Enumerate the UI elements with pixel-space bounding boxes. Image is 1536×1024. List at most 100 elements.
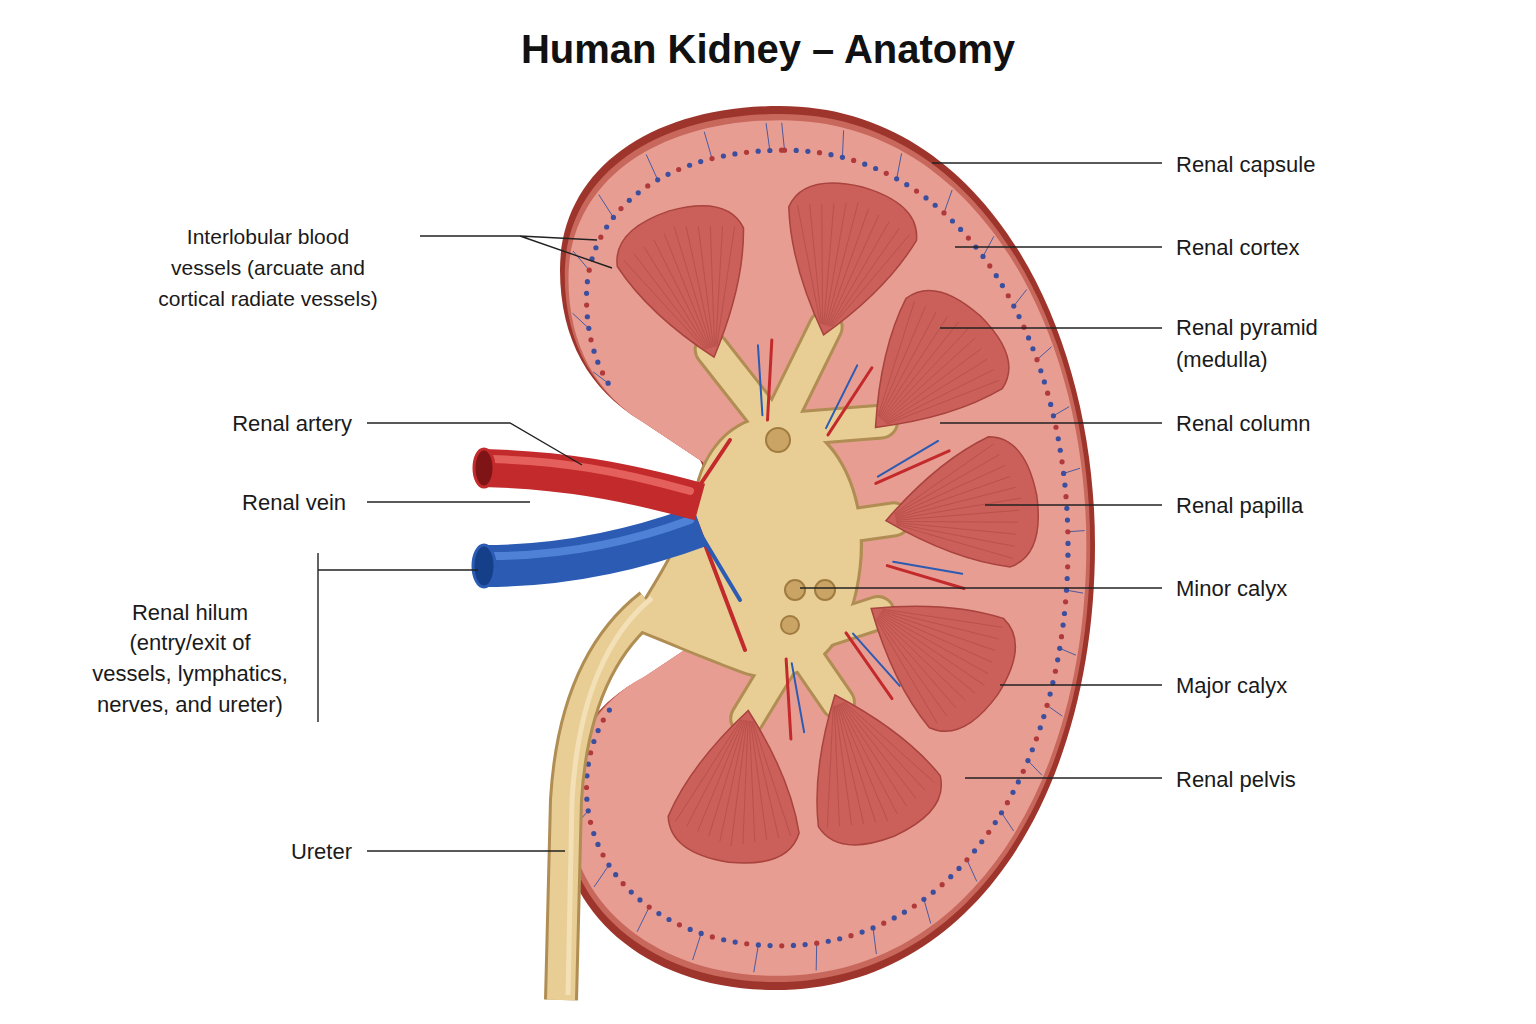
pyramid-striation: [634, 254, 707, 349]
arcuate-vessel-dot: [721, 153, 726, 158]
leader-line: [940, 327, 1162, 328]
arcuate-vessel-dot: [698, 159, 703, 164]
interlobar-vein: [893, 562, 962, 574]
arcuate-vessel-dot: [794, 148, 799, 153]
leader-line: [985, 504, 1162, 505]
part-label: Renal column: [1176, 408, 1311, 439]
cortical-radiate-vessel: [646, 154, 658, 179]
arcuate-vessel-dot: [585, 314, 590, 319]
pyramid-striation: [839, 704, 888, 821]
arcuate-vessel-dot: [964, 857, 969, 862]
arcuate-vessel-dot: [881, 921, 886, 926]
arcuate-vessel-dot: [588, 820, 593, 825]
part-label: Renal vein: [242, 487, 346, 518]
arcuate-vessel-dot: [656, 911, 661, 916]
pyramid-striation: [826, 202, 858, 325]
arcuate-vessel-dot: [584, 291, 589, 296]
arcuate-vessel-dot: [1063, 494, 1068, 499]
arcuate-vessel-dot: [637, 897, 642, 902]
pyramid-striation: [810, 205, 822, 324]
pyramid-striation: [841, 703, 906, 805]
arcuate-vessel-dot: [972, 848, 977, 853]
interlobar-vein: [878, 441, 938, 477]
arcuate-vessel-dot: [1048, 402, 1053, 407]
cortical-radiate-vessel: [873, 928, 876, 954]
pyramid-striation: [880, 613, 988, 674]
arcuate-vessel-dot: [756, 149, 761, 154]
interlobar-vein: [853, 634, 900, 686]
arcuate-vessel-dot: [892, 915, 897, 920]
arcuate-vessel-dot: [606, 381, 611, 386]
arcuate-vessel-dot: [914, 188, 919, 193]
arcuate-vessel-dot: [1060, 623, 1065, 628]
arcuate-vessel-dot: [688, 927, 693, 932]
arcuate-vessel-dot: [621, 881, 626, 886]
sinus-opening: [785, 580, 805, 600]
interlobar-vein: [826, 365, 857, 428]
pyramid-striation: [886, 370, 993, 424]
arcuate-vessel-dot: [588, 337, 593, 342]
arcuate-vessel-dot: [1053, 669, 1058, 674]
pyramid-striation: [877, 618, 947, 716]
pyramid-striation: [835, 706, 851, 825]
pyramid-striation: [895, 476, 1010, 516]
arcuate-vessel-dot: [1063, 599, 1068, 604]
arcuate-vessel-dot: [699, 931, 704, 936]
arcuate-vessel-dot: [921, 897, 926, 902]
arcuate-vessel-dot: [848, 933, 853, 938]
cortical-radiate-vessel: [967, 860, 977, 881]
cortical-radiate-vessel: [944, 190, 952, 213]
pyramid-striation: [830, 222, 890, 327]
cortical-radiate-vessel: [599, 195, 614, 218]
pyramid-striation: [827, 707, 833, 828]
pyramid-striation: [878, 301, 915, 416]
sinus-opening: [781, 616, 799, 634]
leader-line: [367, 423, 582, 465]
arcuate-vessel-dot: [994, 273, 999, 278]
arcuate-vessel-dot: [814, 941, 819, 946]
cortical-radiate-vessel: [1028, 761, 1042, 776]
arcuate-vessel-dot: [837, 936, 842, 941]
arcuate-vessel-dot: [1034, 736, 1039, 741]
arcuate-vessel-dot: [851, 158, 856, 163]
cortical-radiate-vessel: [704, 132, 712, 159]
arcuate-vessel-dot: [591, 831, 596, 836]
arcuate-vessel-dot: [600, 852, 605, 857]
arcuate-vessel-dot: [1051, 413, 1056, 418]
arcuate-vessel-dot: [611, 215, 616, 220]
cortical-radiate-vessel: [842, 130, 843, 157]
leader-line: [800, 587, 1162, 588]
arcuate-vessel-dot: [596, 728, 601, 733]
arcuate-vessel-dot: [1006, 293, 1011, 298]
arcuate-vessel-dot: [1065, 541, 1070, 546]
arcuate-vessel-dot: [721, 937, 726, 942]
arcuate-vessel-dot: [601, 718, 606, 723]
pyramid-striation: [676, 720, 741, 822]
arcuate-vessel-dot: [941, 210, 946, 215]
arcuate-vessel-dot: [779, 943, 784, 948]
arcuate-vessel-dot: [884, 171, 889, 176]
pyramid-striation: [876, 619, 937, 723]
arcuate-vessel-dot: [993, 820, 998, 825]
arcuate-vessel-dot: [591, 739, 596, 744]
pyramid-body: [617, 206, 744, 357]
arcuate-vessel-dot: [923, 195, 928, 200]
pyramid-striation: [828, 215, 878, 326]
leader-line: [965, 777, 1162, 778]
leader-lines: [318, 163, 1162, 851]
pyramid-striation: [883, 338, 975, 421]
arcuate-vessel-dot: [607, 708, 612, 713]
leader-line: [940, 422, 1162, 423]
part-label: Renal cortex: [1176, 232, 1300, 263]
interlobar-artery: [846, 633, 892, 699]
pyramid-striation: [895, 466, 1004, 516]
cortical-radiate-vessel: [1047, 705, 1062, 716]
pyramid-body: [668, 711, 799, 864]
pyramid-striation: [821, 204, 823, 324]
pyramid-striation: [882, 322, 959, 419]
cortical-radiate-vessel: [782, 123, 785, 150]
pyramid-body: [871, 606, 1015, 731]
interlobar-vein: [792, 663, 804, 732]
arcuate-vessel-dot: [950, 218, 955, 223]
pyramid-striation: [897, 524, 1015, 547]
